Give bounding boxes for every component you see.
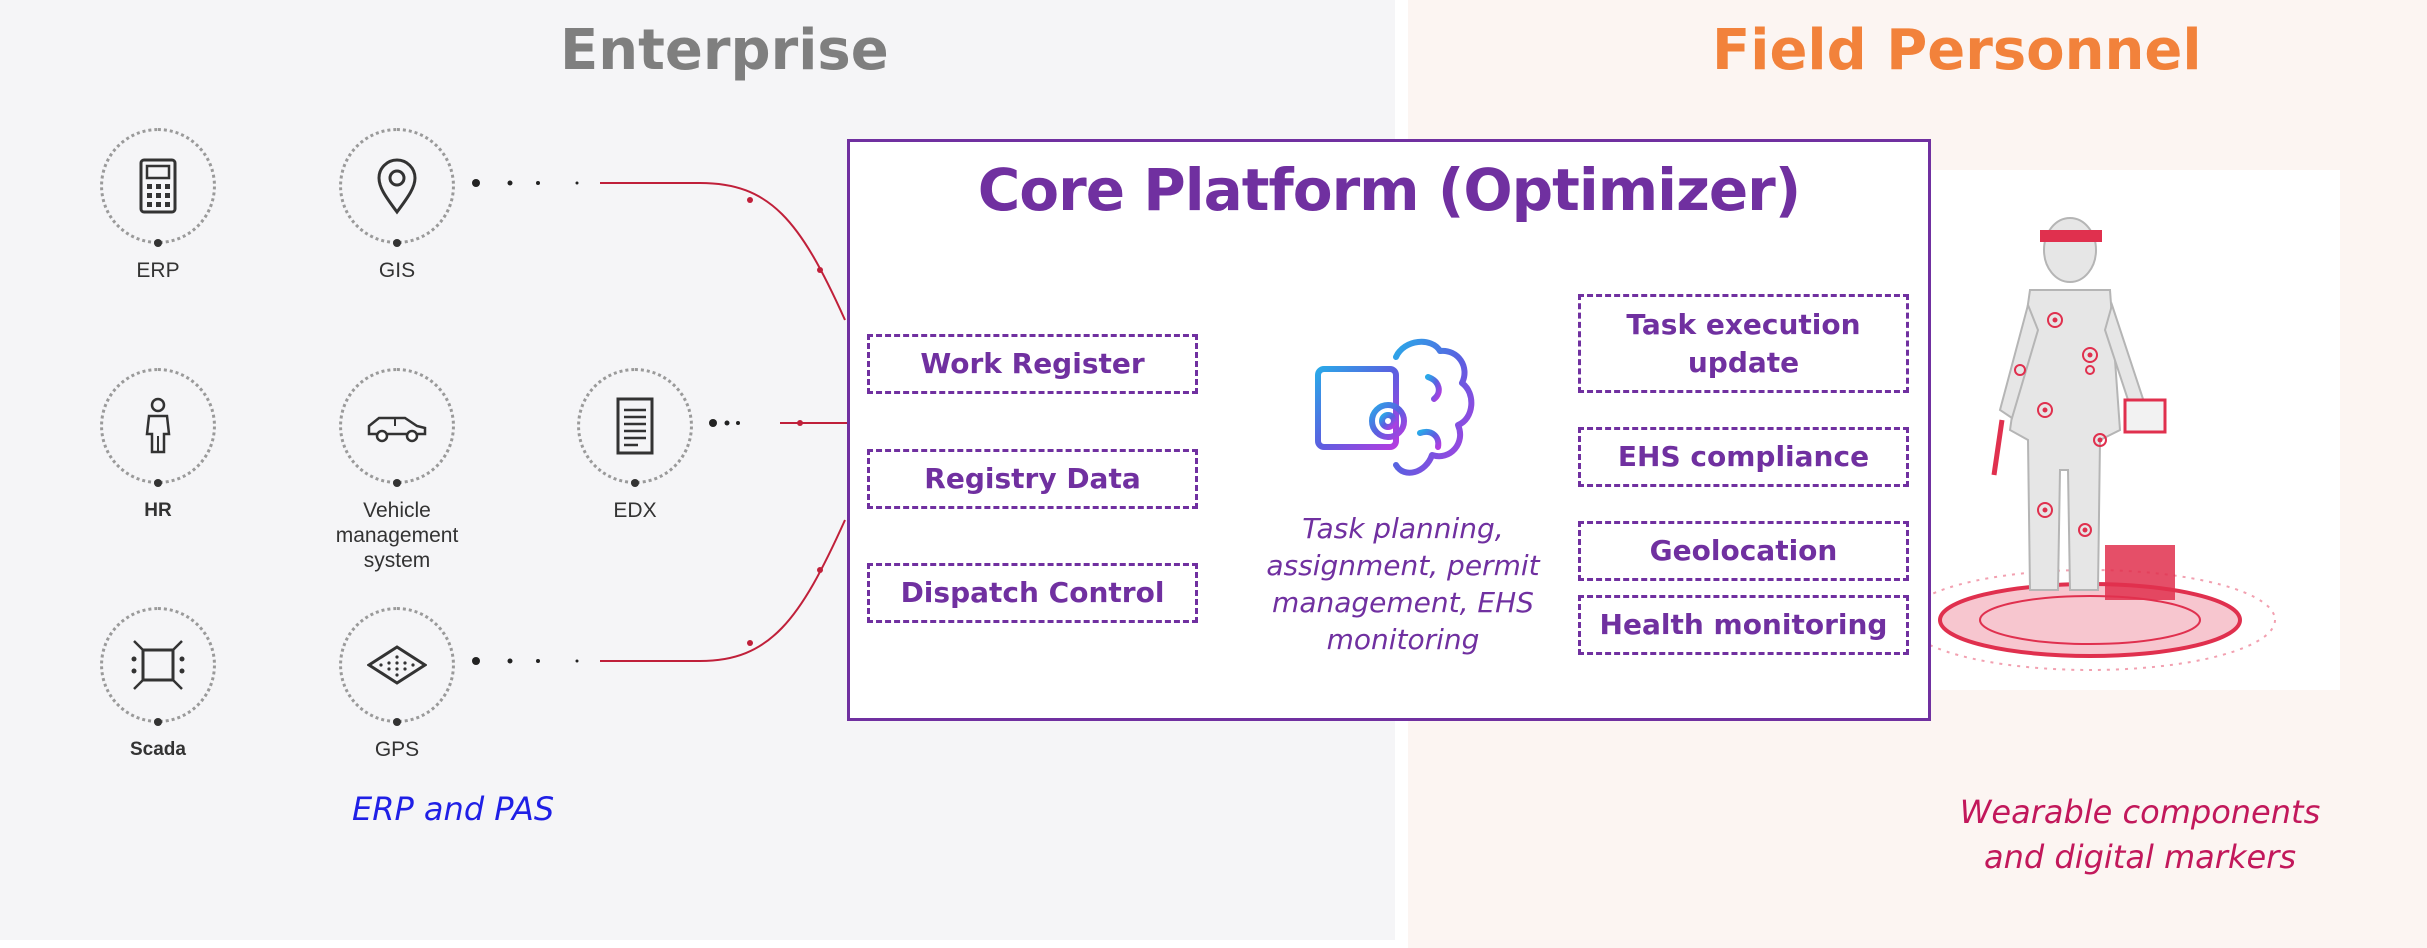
dispatch-control-box: Dispatch Control bbox=[867, 563, 1198, 623]
ehs-compliance-box: EHS compliance bbox=[1578, 427, 1909, 487]
vehicle-management-label: Vehicle management system bbox=[335, 499, 459, 572]
ai-brain-chip-icon bbox=[1301, 339, 1475, 476]
field-personnel-title: Field Personnel bbox=[1712, 18, 2202, 83]
gps-label: GPS bbox=[374, 738, 420, 761]
core-center-description: Task planning, assignment, permit manage… bbox=[1266, 512, 1540, 656]
work-register-box: Work Register bbox=[867, 334, 1198, 394]
geolocation-box: Geolocation bbox=[1578, 521, 1909, 581]
hr-label: HR bbox=[144, 500, 172, 521]
document-icon bbox=[616, 397, 654, 455]
health-monitoring-box: Health monitoring bbox=[1578, 595, 1909, 655]
vehicle-management-node: Vehicle management system bbox=[277, 368, 517, 573]
registry-data-box: Registry Data bbox=[867, 449, 1198, 509]
enterprise-title: Enterprise bbox=[560, 18, 889, 83]
person-icon bbox=[145, 397, 171, 454]
scada-node: Scada bbox=[38, 607, 278, 762]
gis-node: GIS bbox=[277, 128, 517, 283]
circuit-icon bbox=[131, 640, 185, 690]
map-pin-icon bbox=[377, 158, 417, 215]
core-platform-box: Core Platform (Optimizer) bbox=[847, 139, 1931, 721]
task-execution-update-box: Task execution update bbox=[1578, 294, 1909, 393]
erp-label: ERP bbox=[136, 259, 180, 282]
gps-node: GPS bbox=[277, 607, 517, 762]
wearable-worker-figure bbox=[1920, 170, 2340, 690]
erp-node: ERP bbox=[38, 128, 278, 283]
car-icon bbox=[367, 416, 427, 443]
edx-node: EDX bbox=[515, 368, 755, 523]
wearable-caption: Wearable components and digital markers bbox=[1959, 793, 2321, 876]
gps-grid-icon bbox=[367, 645, 427, 685]
calculator-icon bbox=[139, 158, 177, 214]
hr-node: HR bbox=[38, 368, 278, 523]
erp-pas-caption: ERP and PAS bbox=[352, 790, 555, 828]
gis-label: GIS bbox=[378, 259, 416, 282]
core-platform-title: Core Platform (Optimizer) bbox=[977, 156, 1802, 224]
scada-label: Scada bbox=[130, 739, 186, 760]
edx-label: EDX bbox=[613, 499, 657, 522]
